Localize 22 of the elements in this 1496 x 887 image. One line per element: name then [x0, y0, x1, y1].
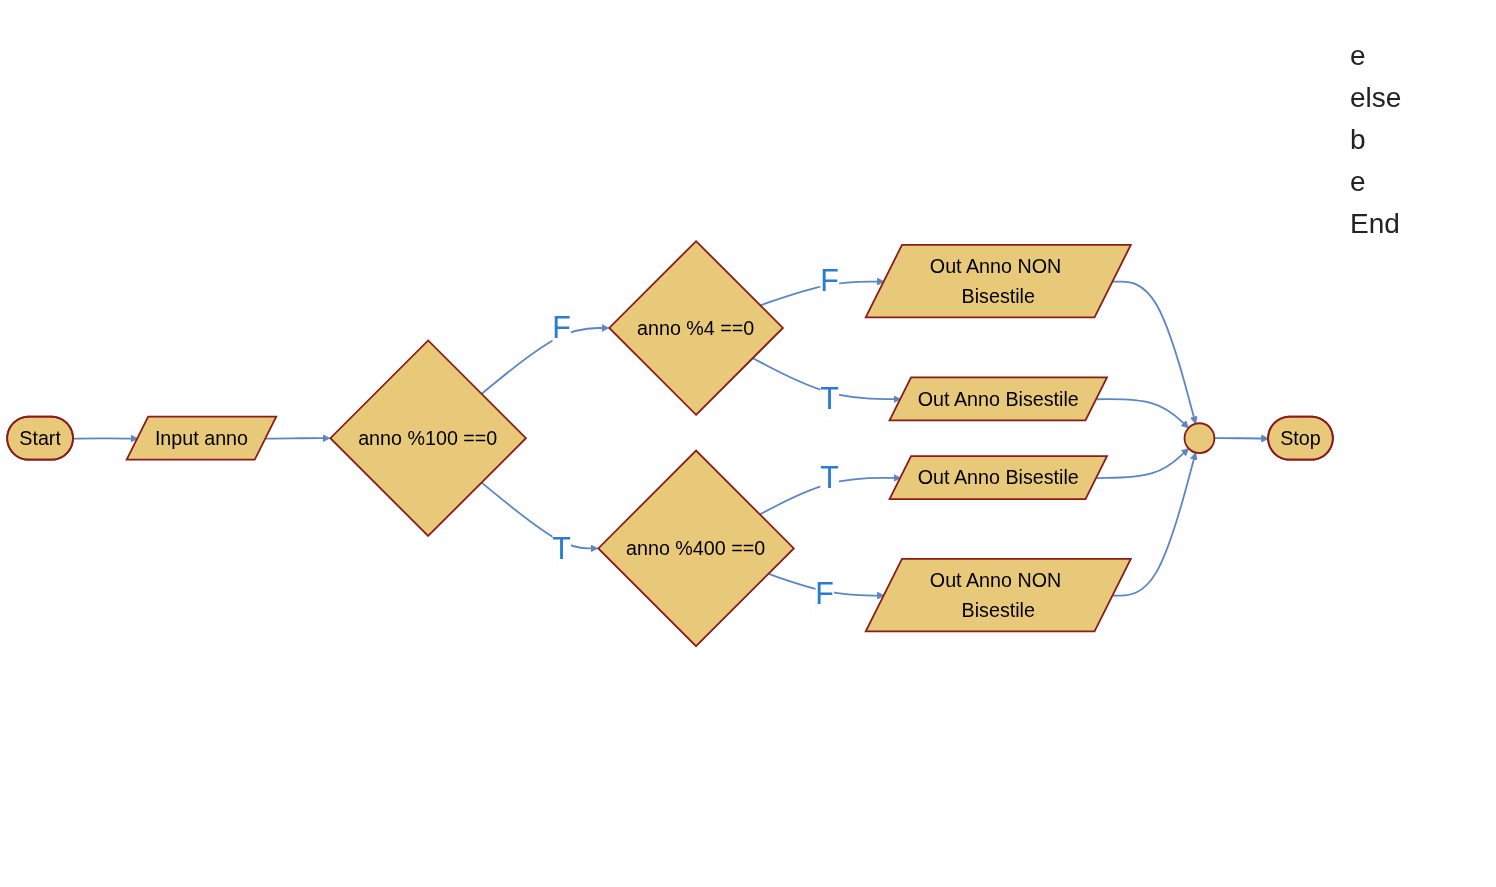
arrow [1112, 452, 1198, 597]
node-circle [1183, 422, 1216, 454]
note-text: End [1350, 208, 1401, 240]
arrow [1095, 447, 1189, 479]
note-text: b [1350, 124, 1367, 156]
edge-label: F [820, 263, 839, 298]
edge-label: T [820, 459, 839, 494]
edge-label: T [820, 381, 839, 416]
edge-label: F [815, 575, 834, 610]
note-text: else [1350, 82, 1403, 114]
node-diamond: anno %100 ==0 [329, 339, 528, 538]
node-diamond: anno %400 ==0 [597, 449, 796, 648]
arrow [265, 434, 331, 442]
arrow [1095, 398, 1189, 429]
edge-label: F [552, 310, 571, 345]
note-text: e [1350, 166, 1367, 198]
edge-label: T [552, 530, 571, 565]
arrow [758, 473, 902, 516]
arrow [1112, 280, 1198, 424]
node-diamond: anno %4 ==0 [608, 239, 785, 416]
note-text: e [1350, 40, 1367, 72]
arrow [72, 434, 139, 443]
